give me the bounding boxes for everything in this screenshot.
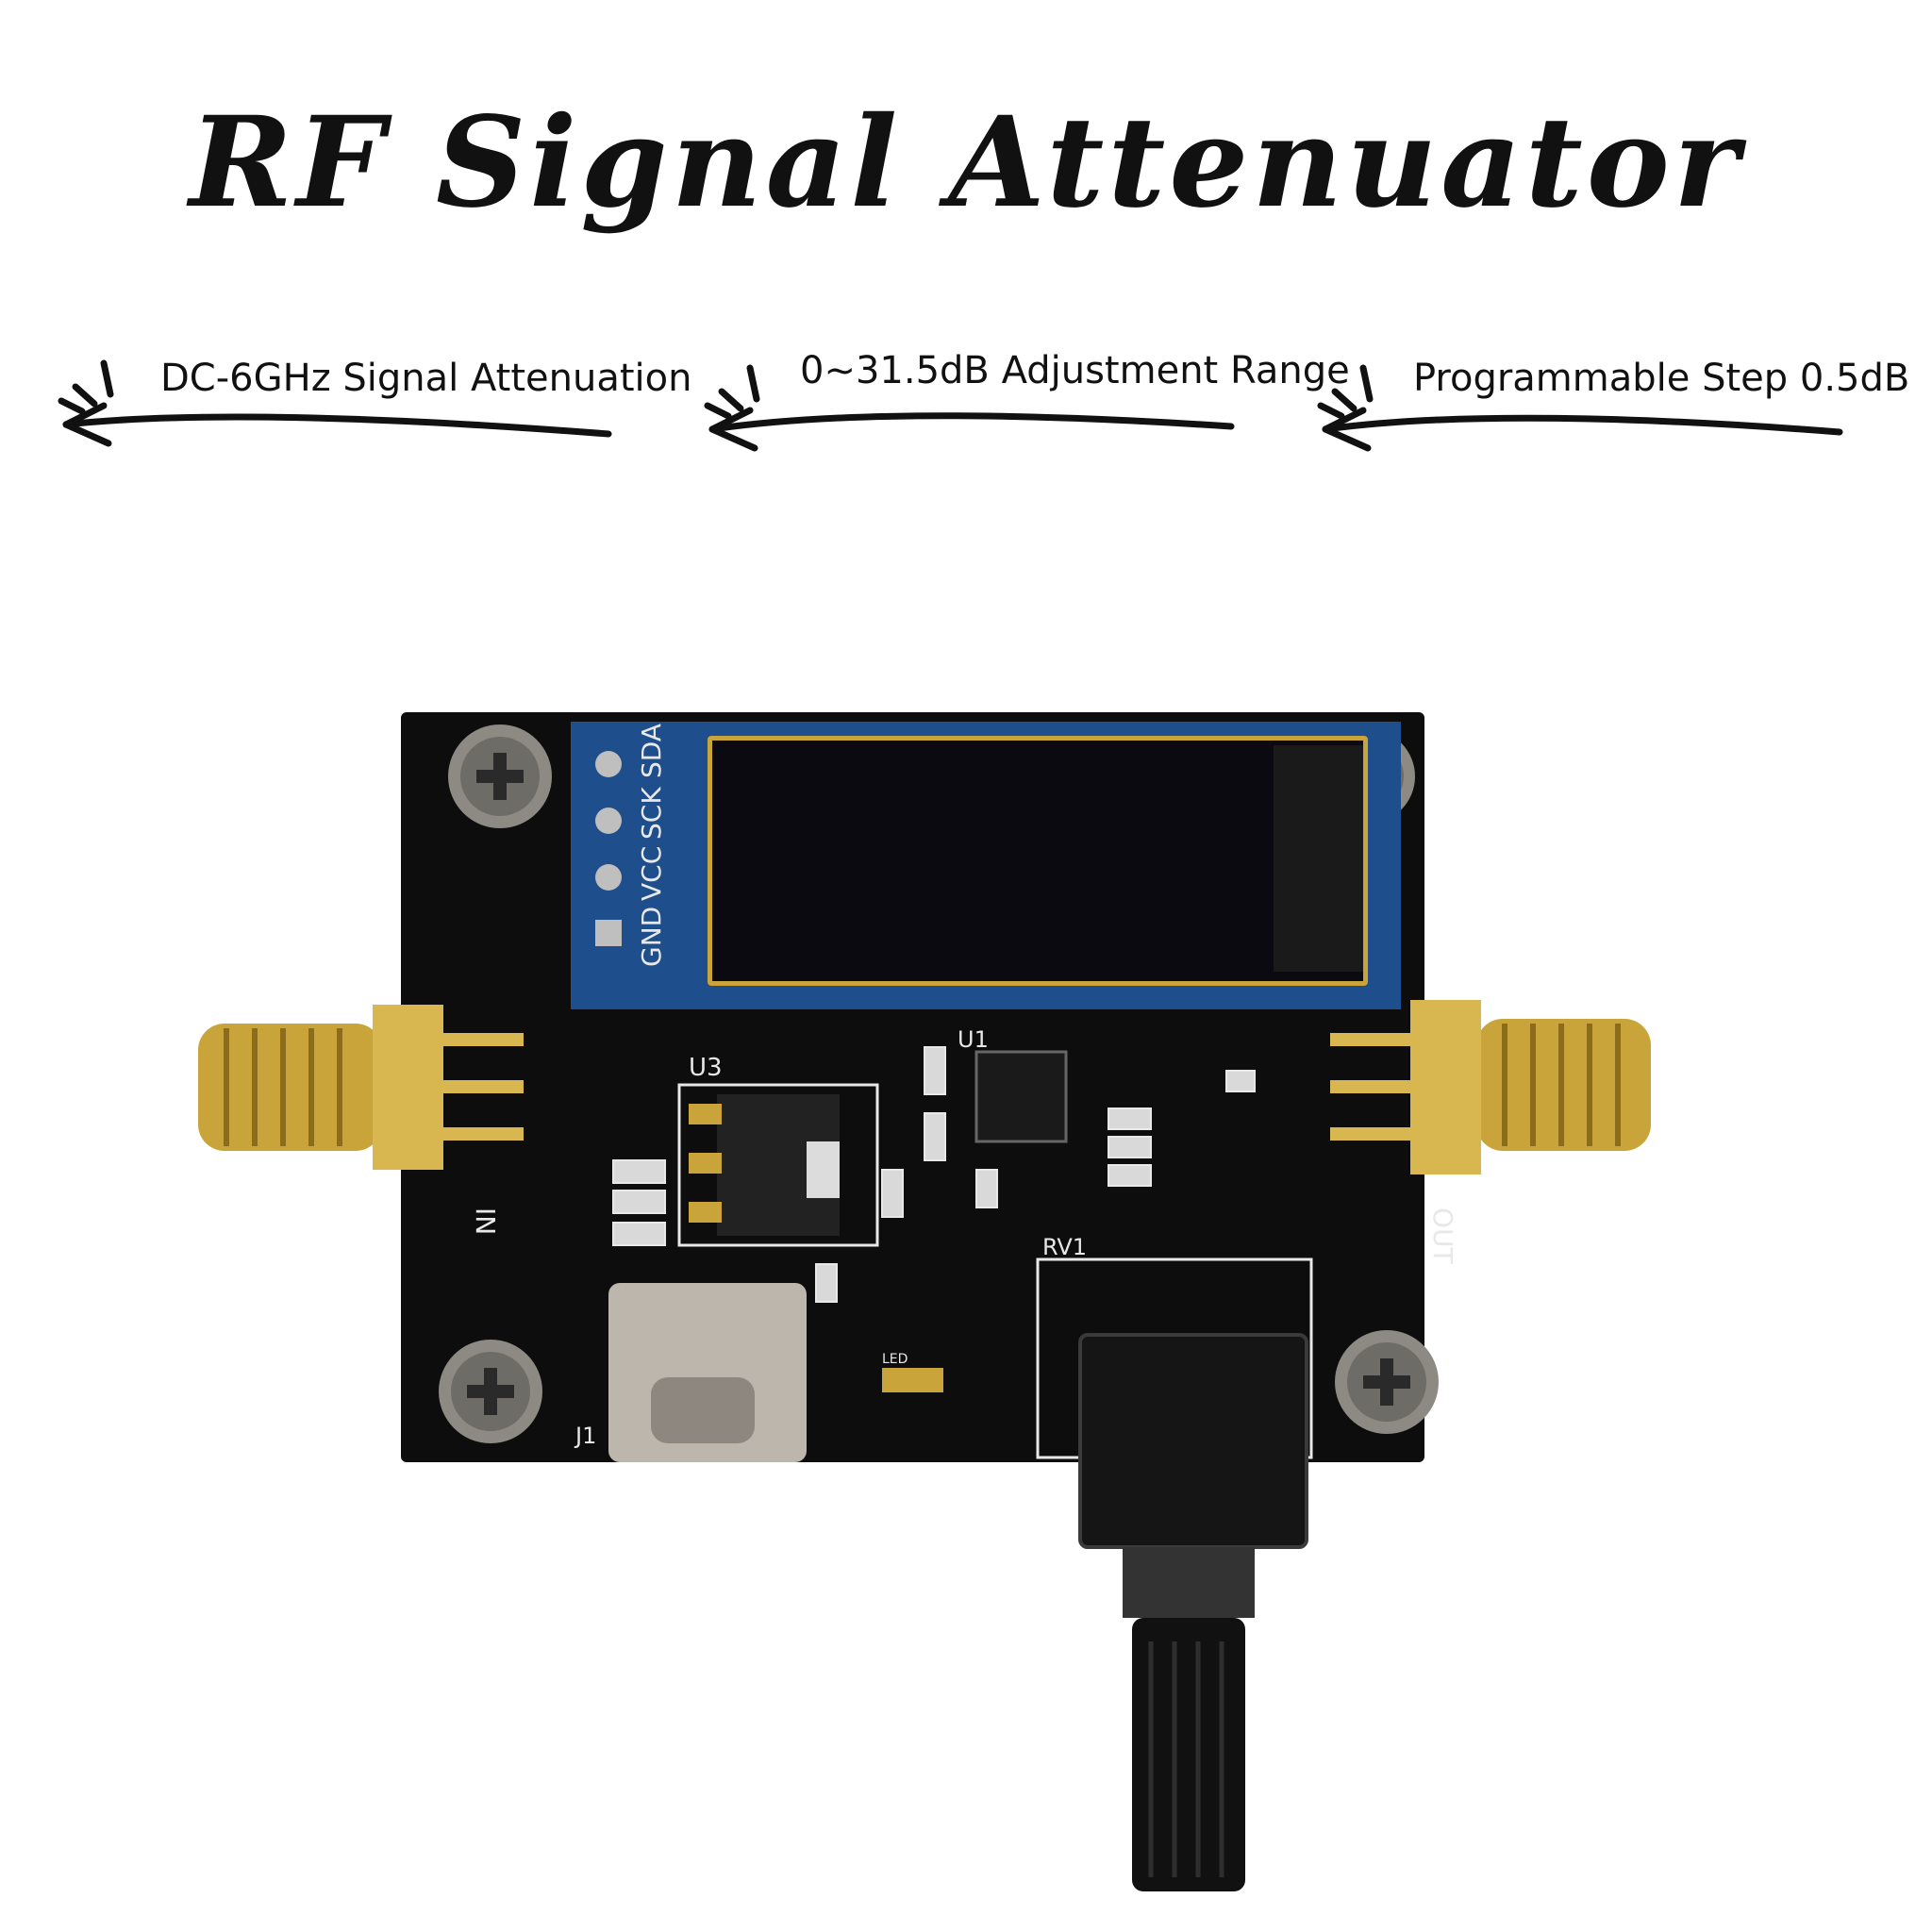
pin-label-gnd: GND [636,907,667,967]
feature-label: Programmable Step 0.5dB [1413,357,1910,400]
pin-label-sck: SCK [636,787,667,840]
chip-ref: U1 [958,1026,989,1053]
screw-icon [1335,1330,1439,1434]
pot-ref: RV1 [1042,1234,1087,1260]
sma-connector-out [1330,1000,1651,1174]
hand-drawn-arrow-icon [704,364,1235,452]
rotary-encoder [1078,1333,1308,1549]
port-label-in: IN [470,1208,501,1235]
feature-callout-range: 0~31.5dB Adjustment Range [698,349,1350,462]
pin-label-sda: SDA [636,724,667,778]
screw-icon [439,1340,542,1443]
header-pins [595,751,622,946]
regulator-outline [677,1083,879,1247]
product-photo: GND VCC SCK SDA IN OU [189,698,1698,1924]
led-ref: LED [882,1352,908,1367]
feature-label: 0~31.5dB Adjustment Range [800,349,1350,392]
smd-components [612,1046,1256,1303]
feature-callout-frequency: DC-6GHz Signal Attenuation [52,349,691,462]
feature-callout-step: Programmable Step 0.5dB [1311,349,1909,462]
attenuator-chip [974,1050,1068,1143]
page-title: RF Signal Attenuator [189,90,1743,236]
hand-drawn-arrow-icon [58,359,612,447]
status-led [882,1368,943,1392]
encoder-knob [1132,1618,1245,1891]
pin-label-vcc: VCC [636,846,667,901]
usb-ref: J1 [574,1423,596,1449]
hand-drawn-arrow-icon [1317,364,1843,452]
port-label-out: OUT [1427,1208,1458,1265]
feature-label: DC-6GHz Signal Attenuation [160,357,692,400]
sma-connector-in [198,1005,524,1170]
screw-icon [448,724,552,828]
regulator-ref: U3 [689,1054,723,1082]
oled-screen [712,741,1363,981]
attenuator-board-illustration: GND VCC SCK SDA IN OU [198,712,1651,1891]
